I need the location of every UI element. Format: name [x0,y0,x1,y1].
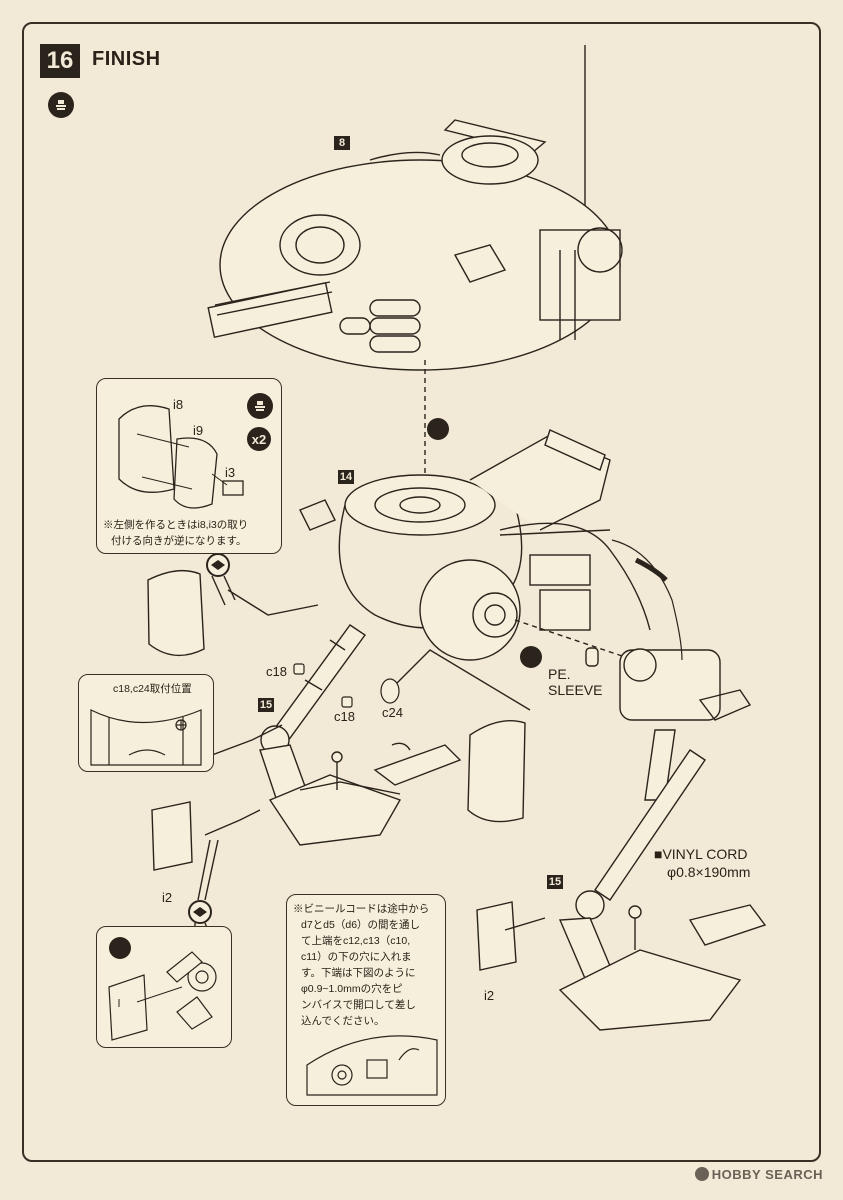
label-i8: i8 [173,397,184,412]
hobby-search-logo-icon [694,1167,709,1181]
label-i3: i3 [225,465,236,480]
glue-icon [48,92,74,118]
vinyl-note-line-7: ンバイスで開口して差し [301,999,416,1011]
vinyl-note-line-5: す。下端は下図のように [301,967,416,979]
no-glue-icon [520,646,542,668]
label-vinyl-cord: ■VINYL CORD [654,846,748,862]
part-tag-body-top: 8 [334,136,350,150]
callout-note-line1: ※左側を作るときはi8,i3の取り [103,519,249,531]
label-c24: c24 [382,705,403,720]
step-number-badge: 16 [40,44,80,78]
watermark: HOBBY SEARCH [694,1167,823,1182]
label-sleeve: SLEEVE [548,682,603,698]
callout-i8-i9-i3: i8 i9 i3 x2 ※左側を作るときはi8,i3の取り 付ける向きが逆になり… [96,378,282,554]
callout-vinyl-cord-note: ※ビニールコードは途中から d7とd5（d6）の間を通し て上端をc12,c13… [286,894,446,1106]
quantity-x2-badge: x2 [247,427,271,451]
page-frame [22,22,821,1162]
no-glue-icon [109,937,131,959]
callout-c18-c24-position: c18,c24取付位置 [78,674,214,772]
label-c18-b: c18 [334,709,355,724]
label-pe: PE. [548,666,571,682]
label-i9: i9 [193,423,204,438]
watermark-text: HOBBY SEARCH [711,1167,823,1182]
vinyl-note-line-4: c11）の下の穴に入れま [301,951,412,963]
callout-i8-art [118,405,244,509]
callout-i2-art [108,951,217,1041]
no-glue-icon [427,418,449,440]
label-i2-right: i2 [484,988,495,1003]
glue-icon [247,393,273,419]
callout-i2-detail [96,926,232,1048]
vinyl-note-line-1: ※ビニールコードは途中から [293,903,430,915]
vinyl-note-line-2: d7とd5（d6）の間を通し [301,919,421,931]
vinyl-note-art [306,1035,438,1096]
step-title: FINISH [92,48,161,70]
label-vinyl-spec: φ0.8×190mm [667,864,751,880]
callout-note-line2: 付ける向きが逆になります。 [111,535,247,547]
vinyl-note-line-8: 込んでください。 [301,1015,385,1027]
label-c18-a: c18 [266,664,287,679]
label-i2-left: i2 [162,890,173,905]
part-tag-body-mid: 14 [338,470,354,484]
part-tag-leg-right: 15 [547,875,563,889]
vinyl-note-line-3: て上端をc12,c13（c10, [301,935,411,947]
callout-c18-art [90,709,202,766]
vinyl-note-line-6: φ0.9~1.0mmの穴をピ [301,983,403,995]
part-tag-leg-left: 15 [258,698,274,712]
callout-c18-title: c18,c24取付位置 [113,683,192,695]
